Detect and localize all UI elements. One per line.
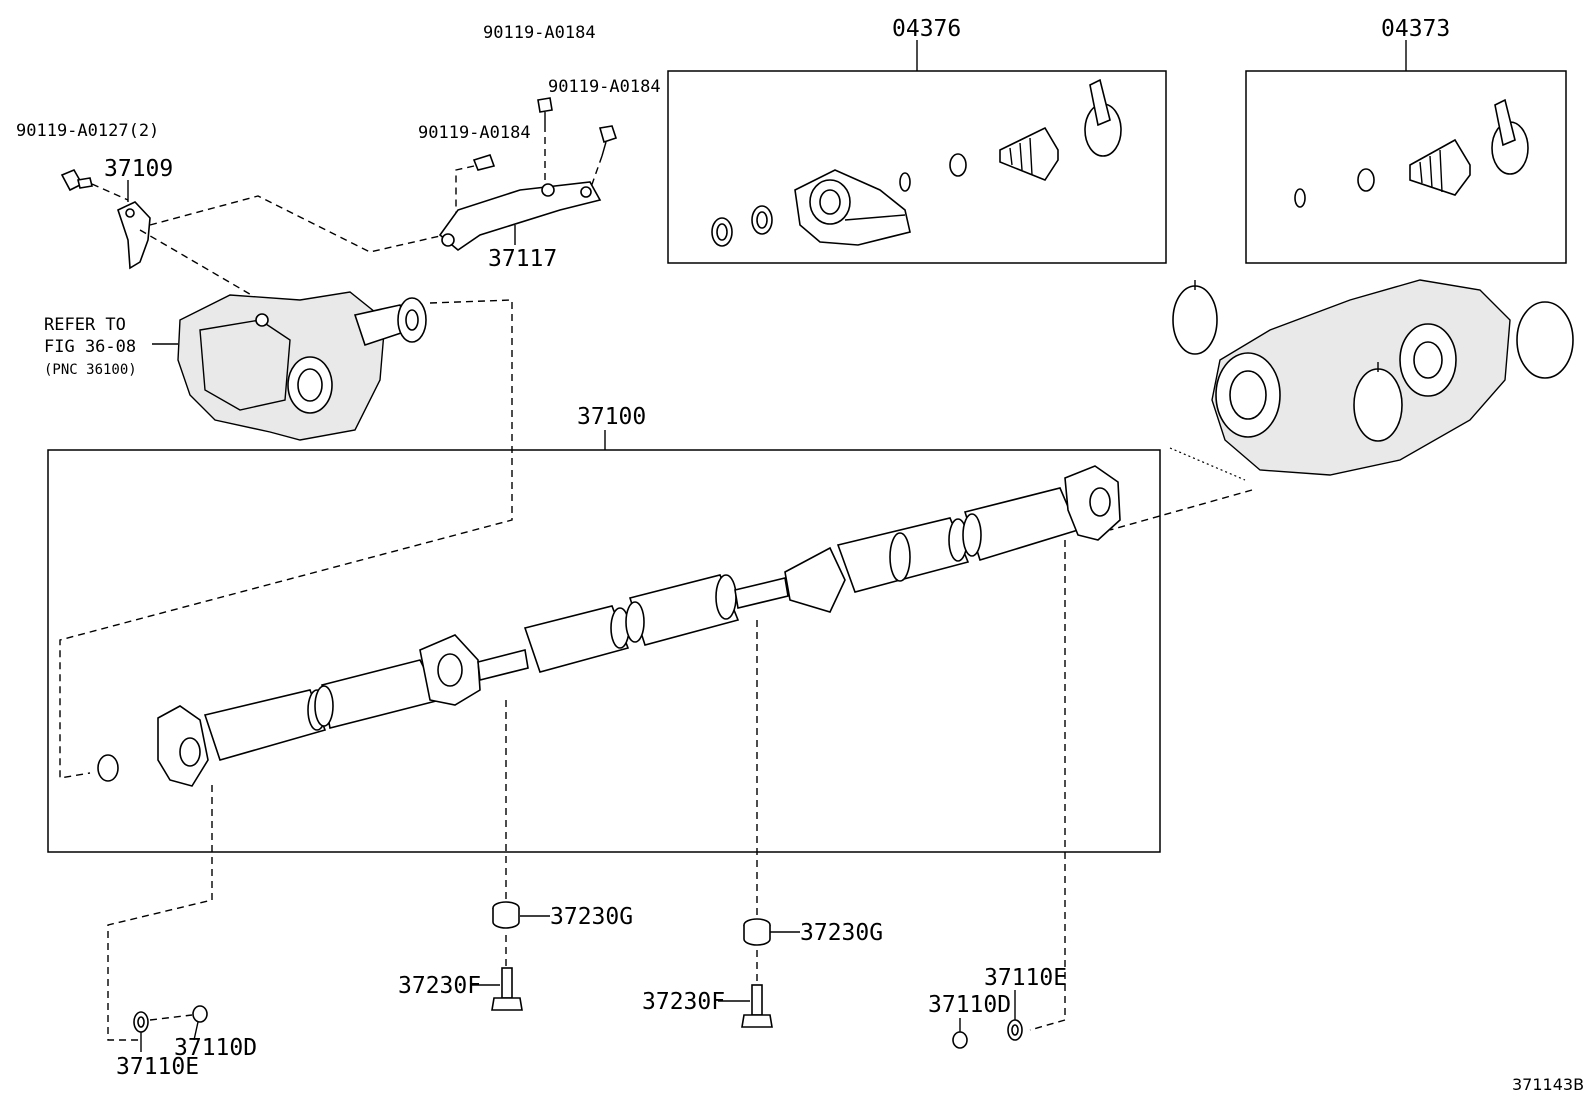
- dashed-rear-to-nuts: [1029, 540, 1066, 1031]
- label-37110d-right: 37110D: [928, 992, 1011, 1018]
- label-04376: 04376: [892, 16, 961, 42]
- label-90119-a0184-left: 90119-A0184: [418, 123, 531, 143]
- cv-joint-boot: [784, 546, 846, 613]
- washer-37110e-left: [133, 1011, 149, 1033]
- label-90119-a0127: 90119-A0127(2): [16, 121, 159, 141]
- dotted-diff-link: [1169, 447, 1246, 481]
- nut-37110d-right: [952, 1031, 968, 1049]
- tube-section-2: [321, 659, 442, 729]
- dashed-transfer-to-flange: [59, 299, 513, 779]
- assembly-box-37100: [47, 449, 1161, 853]
- transfer-case: [177, 291, 427, 441]
- label-37230g-right: 37230G: [800, 920, 883, 946]
- spacer-37230g-left: [492, 901, 520, 929]
- kit-box-04376: [667, 70, 1167, 264]
- cv-boot: [999, 126, 1059, 181]
- rear-differential: [1172, 279, 1574, 476]
- tube-section-1: [203, 689, 327, 761]
- bolt-90119-a0127: [60, 168, 93, 192]
- kit-04373-parts: [1294, 98, 1529, 208]
- cv-boot: [1409, 138, 1471, 196]
- leader-37110d-left: [193, 1021, 199, 1041]
- kit-04376-parts: [711, 78, 1122, 247]
- bolt-37230f-right: [741, 984, 773, 1028]
- bolt-90119-a0184-top: [537, 97, 553, 125]
- refer-note-line3: (PNC 36100): [44, 362, 137, 378]
- bolt-90119-a0184-right: [598, 125, 618, 157]
- bolt-37230f-left: [491, 967, 523, 1011]
- dashed-front-to-nuts: [107, 785, 213, 1041]
- label-90119-a0184-top: 90119-A0184: [483, 23, 596, 43]
- bracket-37109: [117, 201, 151, 270]
- nut-37110d-left: [192, 1005, 208, 1023]
- tube-section-6: [963, 487, 1080, 561]
- cv-shaft: [734, 577, 789, 609]
- label-37110d-left: 37110D: [174, 1035, 257, 1061]
- boot-clamp-small: [949, 153, 967, 177]
- label-37117: 37117: [488, 246, 557, 272]
- label-37100: 37100: [577, 404, 646, 430]
- dashed-bracket-to-transfer: [139, 229, 261, 301]
- snap-ring: [899, 172, 911, 192]
- refer-note-line2: FIG 36-08: [44, 337, 136, 357]
- label-37110e-right: 37110E: [984, 965, 1067, 991]
- bolt-90119-a0184-left: [472, 154, 496, 171]
- label-37110e-left: 37110E: [116, 1054, 199, 1080]
- refer-note-line1: REFER TO: [44, 315, 126, 335]
- tube-section-3: [523, 605, 630, 673]
- washer-37110e-right: [1007, 1019, 1023, 1041]
- propeller-shaft: [97, 465, 1121, 787]
- label-37230f-left: 37230F: [398, 973, 481, 999]
- snap-ring: [1294, 188, 1306, 208]
- label-37230f-right: 37230F: [642, 989, 725, 1015]
- dashed-diff-to-flange: [1109, 489, 1253, 531]
- label-37230g-left: 37230G: [550, 904, 633, 930]
- label-04373: 04373: [1381, 16, 1450, 42]
- dashed-bracket-to-37117: [149, 195, 441, 253]
- spacer-37230g-right: [743, 918, 771, 946]
- spline-shaft: [477, 649, 529, 681]
- label-90119-a0184-right: 90119-A0184: [548, 77, 661, 97]
- boot-clamp-small: [1357, 168, 1375, 192]
- label-37109: 37109: [104, 156, 173, 182]
- front-damper: [97, 754, 119, 782]
- bracket-37117: [438, 181, 602, 252]
- figure-number: 371143B: [1512, 1075, 1584, 1094]
